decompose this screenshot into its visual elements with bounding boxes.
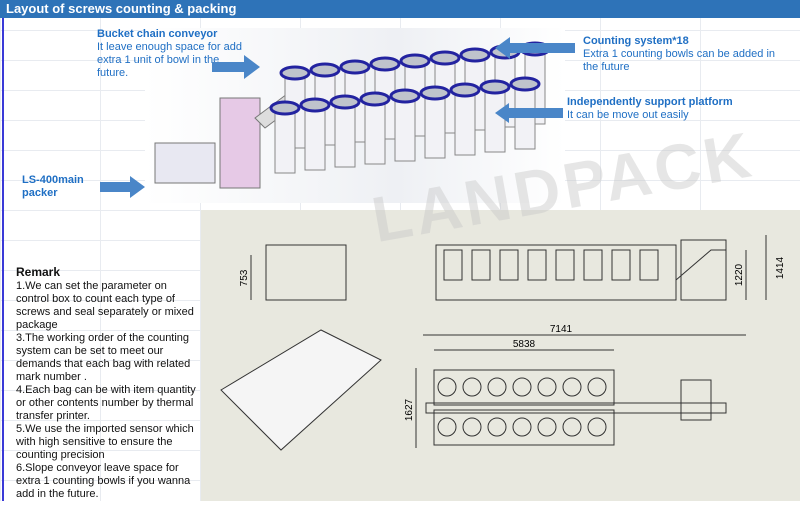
- remark-title: Remark: [16, 265, 61, 279]
- counting-bowl: [339, 59, 371, 75]
- plan-bowl: [462, 377, 482, 397]
- callout-title: Bucket chain conveyor: [97, 28, 218, 40]
- dim-total-length: 7141: [550, 324, 573, 335]
- drawing-panel: 7141 5838 1627 753 1220 1414: [201, 210, 800, 501]
- counting-bowl: [299, 97, 331, 113]
- remark-item: 4.Each bag can be with item quantity or …: [16, 384, 196, 422]
- page-title: Layout of screws counting & packing: [0, 0, 800, 18]
- callout-title: Counting system*18: [583, 35, 689, 47]
- callout-title: LS-400main packer: [22, 174, 84, 199]
- elevation-bowl: [611, 249, 631, 281]
- dim-height-2: 1414: [775, 256, 786, 279]
- elevation-bowl: [471, 249, 491, 281]
- plan-bowl: [512, 417, 532, 437]
- counting-bowl: [449, 82, 481, 98]
- remark-item: 6.Slope conveyor leave space for extra 1…: [16, 462, 191, 500]
- counting-bowl: [419, 85, 451, 101]
- counting-bowl: [459, 47, 491, 63]
- dim-bowl-length: 5838: [513, 339, 536, 350]
- plan-bowl: [512, 377, 532, 397]
- counting-bowl: [369, 56, 401, 72]
- remark-item: 5.We use the imported sensor which with …: [16, 423, 194, 461]
- callout-bucket-conveyor: Bucket chain conveyor It leave enough sp…: [97, 28, 247, 80]
- counting-bowl: [359, 91, 391, 107]
- counting-bowl: [429, 50, 461, 66]
- dim-width: 1627: [404, 398, 415, 421]
- counting-bowl: [399, 53, 431, 69]
- left-border: [2, 18, 4, 501]
- dim-height-1: 1220: [734, 263, 745, 286]
- counting-bowl: [329, 94, 361, 110]
- elevation-bowl: [499, 249, 519, 281]
- counting-bowl: [309, 62, 341, 78]
- plan-bowl: [437, 417, 457, 437]
- elevation-bowl: [583, 249, 603, 281]
- arrow-left-icon: [495, 37, 575, 59]
- callout-text: It can be move out easily: [567, 109, 689, 121]
- elevation-bowl: [527, 249, 547, 281]
- plan-bowl: [487, 377, 507, 397]
- elevation-bowl: [555, 249, 575, 281]
- counting-bowl: [279, 65, 311, 81]
- plan-bowl: [562, 377, 582, 397]
- callout-text: Extra 1 counting bowls can be added in t…: [583, 48, 776, 73]
- counting-bowl: [269, 100, 301, 116]
- counting-bowl: [389, 88, 421, 104]
- remark-item: 1.We can set the parameter on control bo…: [16, 280, 194, 331]
- plan-bowl: [437, 377, 457, 397]
- technical-drawing: 7141 5838 1627 753 1220 1414: [220, 235, 786, 451]
- plan-bowl: [562, 417, 582, 437]
- counting-bowl: [479, 79, 511, 95]
- remark-section: Remark 1.We can set the parameter on con…: [16, 266, 201, 501]
- callout-support-platform: Independently support platform It can be…: [567, 96, 787, 122]
- dim-side-height: 753: [239, 269, 250, 286]
- machine-render: [145, 28, 565, 203]
- callout-counting-system: Counting system*18 Extra 1 counting bowl…: [583, 35, 793, 74]
- counting-bowl: [509, 76, 541, 92]
- plan-bowl: [487, 417, 507, 437]
- callout-text: It leave enough space for add extra 1 un…: [97, 41, 242, 79]
- callout-title: Independently support platform: [567, 96, 733, 108]
- callout-packer: LS-400main packer: [22, 174, 92, 200]
- arrow-right-icon: [100, 176, 145, 198]
- plan-bowl: [462, 417, 482, 437]
- arrow-right-icon: [212, 55, 260, 79]
- plan-bowl: [587, 417, 607, 437]
- arrow-left-icon: [495, 103, 563, 123]
- plan-bowl: [587, 377, 607, 397]
- plan-bowl: [537, 417, 557, 437]
- elevation-bowl: [443, 249, 463, 281]
- remark-item: 3.The working order of the counting syst…: [16, 332, 191, 383]
- elevation-bowl: [639, 249, 659, 281]
- plan-bowl: [537, 377, 557, 397]
